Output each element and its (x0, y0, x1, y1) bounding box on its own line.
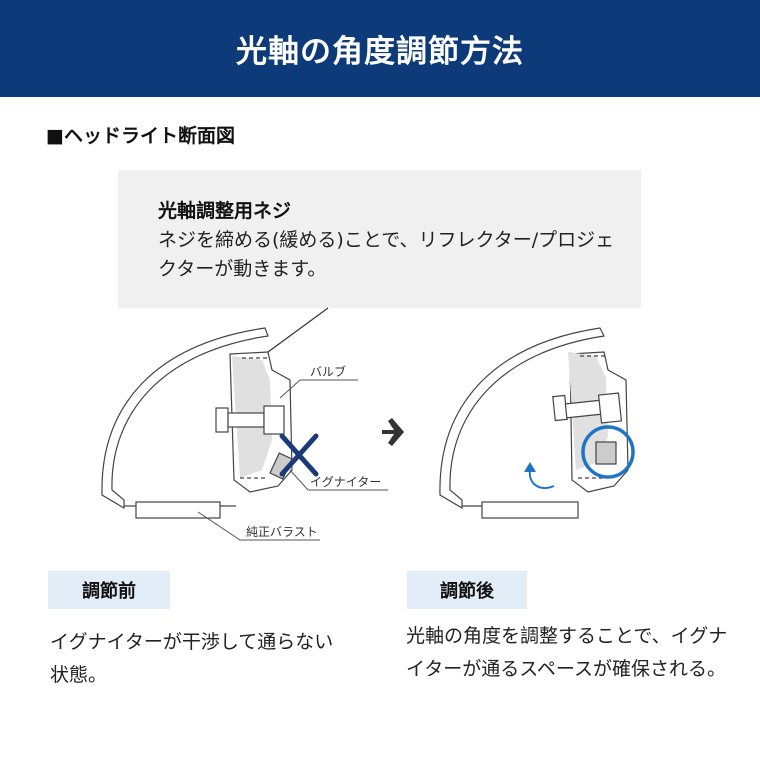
before-description: イグナイターが干渉して通らない状態。 (50, 631, 334, 686)
headlight-after (439, 327, 629, 519)
page-title: 光軸の角度調節方法 (236, 34, 524, 70)
before-label: 調節前 (48, 571, 170, 609)
x-mark-icon (279, 433, 319, 477)
label-bulb: バルブ (310, 364, 346, 379)
arrow-right-icon (382, 418, 404, 446)
label-igniter: イグナイター (310, 475, 381, 489)
callout-body: ネジを締める(緩める)ことで、リフレクター/プロジェクターが動きます。 (158, 229, 615, 280)
headlight-diagram: バルブ イグナイター 純正バラスト (101, 307, 635, 541)
callout-title: 光軸調整用ネジ (158, 200, 292, 222)
after-description: 光軸の角度を調整することで、イグナイターが通るスペースが確保される。 (406, 625, 728, 680)
callout-box: 光軸調整用ネジ ネジを締める(緩める)ことで、リフレクター/プロジェクターが動き… (118, 170, 641, 308)
headlight-before (101, 327, 293, 519)
callout-leader-line (267, 307, 329, 353)
after-label: 調節後 (407, 571, 527, 609)
label-ballast: 純正バラスト (246, 525, 318, 539)
highlight-circle-icon (581, 425, 635, 479)
section-title: ■ヘッドライト断面図 (46, 125, 235, 147)
page-header: 光軸の角度調節方法 (0, 0, 760, 97)
rotate-arrow-icon (524, 462, 555, 489)
